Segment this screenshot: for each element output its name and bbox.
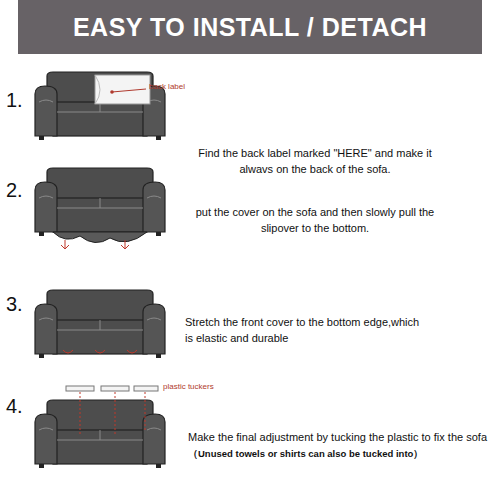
plastic-tucker (66, 386, 94, 391)
title: EASY TO INSTALL / DETACH (73, 13, 427, 42)
leader-dot (110, 90, 114, 94)
text-run: 2. (6, 179, 23, 201)
text-run: Make the final adjustment by tucking the… (188, 431, 487, 443)
text-run: 3. (6, 293, 23, 315)
plastic-tucker (101, 386, 129, 391)
part-label: plastic tuckers (163, 381, 214, 393)
text-run: Find the back label marked "HERE" and ma… (198, 147, 431, 175)
step-number: 4. (6, 392, 23, 421)
step-text: put the cover on the sofa and then slowl… (195, 205, 435, 237)
text-run: back label (149, 82, 185, 91)
text-run: plastic tuckers (163, 382, 214, 391)
step-number: 1. (6, 86, 23, 115)
title-band: EASY TO INSTALL / DETACH (18, 0, 482, 54)
plastic-tucker (134, 386, 158, 391)
step-number: 3. (6, 290, 23, 319)
leader-line (112, 89, 146, 92)
sofa-step-2 (35, 168, 165, 249)
text-run: 4. (6, 395, 23, 417)
sofa-step-3 (35, 290, 165, 358)
step-text: Make the final adjustment by tucking the… (188, 430, 488, 462)
part-label: back label (149, 81, 185, 93)
step-text: Stretch the front cover to the bottom ed… (185, 315, 420, 347)
sofa-step-1 (35, 72, 165, 140)
text-run: Stretch the front cover to the bottom ed… (185, 316, 419, 344)
note-text: （Unused towels or shirts can also be tuc… (188, 448, 423, 459)
step-number: 2. (6, 176, 23, 205)
sofa-step-4 (35, 392, 165, 468)
step-text: Find the back label marked "HERE" and ma… (190, 146, 440, 178)
text-run: 1. (6, 89, 23, 111)
text-run: put the cover on the sofa and then slowl… (196, 206, 435, 234)
